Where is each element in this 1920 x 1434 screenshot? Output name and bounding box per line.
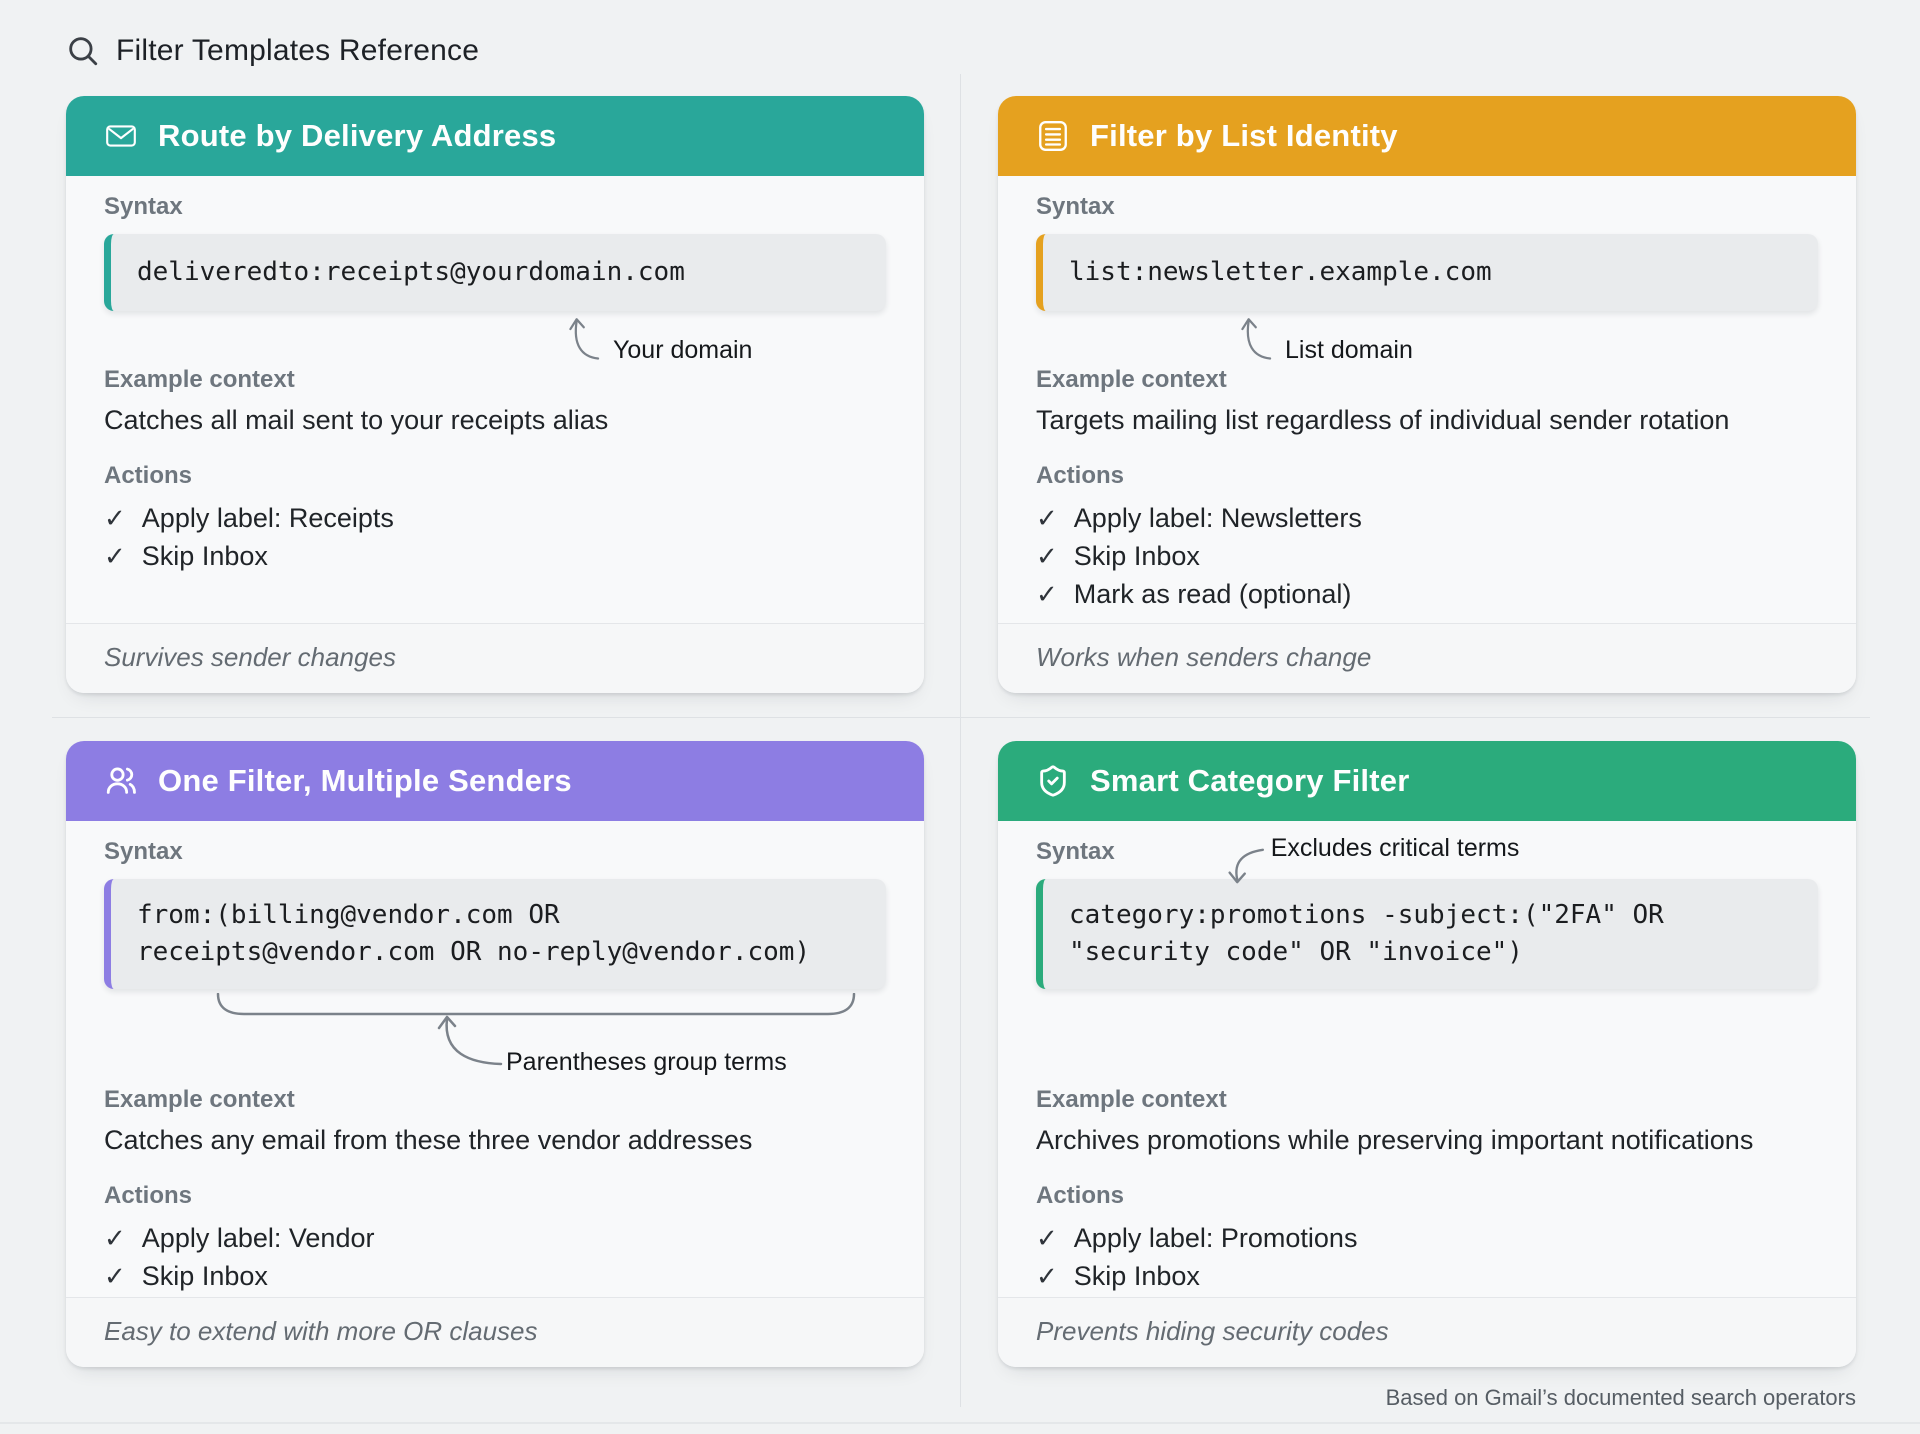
card-body: Syntax list:newsletter.example.com List … [998,176,1856,613]
action-list: ✓ Apply label: Promotions ✓ Skip Inbox [1036,1219,1818,1295]
code-block: list:newsletter.example.com [1036,234,1818,311]
action-text: Skip Inbox [141,541,268,571]
action-item: ✓ Apply label: Receipts [104,499,886,537]
action-item: ✓ Apply label: Newsletters [1036,499,1818,537]
code-line: category:promotions -subject:("2FA" OR [1069,900,1664,930]
curved-arrow-up-icon [1241,318,1272,360]
action-list: ✓ Apply label: Receipts ✓ Skip Inbox [104,499,886,575]
action-item: ✓ Apply label: Promotions [1036,1219,1818,1257]
code-line: list:newsletter.example.com [1069,257,1492,287]
check-icon: ✓ [1036,1223,1058,1253]
check-icon: ✓ [1036,541,1058,571]
card-title: Smart Category Filter [1090,763,1410,798]
action-item: ✓ Skip Inbox [104,537,886,575]
card-header: One Filter, Multiple Senders [66,741,924,821]
users-icon [106,767,136,794]
example-text: Catches any email from these three vendo… [104,1125,753,1155]
action-text: Apply label: Receipts [141,503,394,533]
code-block: from:(billing@vendor.com OR receipts@vend… [104,879,886,989]
check-icon: ✓ [104,1261,126,1291]
check-icon: ✓ [1036,503,1058,533]
annotation-label: List domain [1285,336,1413,364]
card-title: Route by Delivery Address [158,118,557,153]
actions-label: Actions [104,462,193,489]
action-text: Skip Inbox [1073,541,1200,571]
envelope-icon [106,125,136,147]
list-icon [1039,121,1067,151]
action-item: ✓ Apply label: Vendor [104,1219,886,1257]
code-block: deliveredto:receipts@yourdomain.com [104,234,886,311]
action-text: Apply label: Promotions [1073,1223,1358,1253]
check-icon: ✓ [1036,579,1058,609]
action-list: ✓ Apply label: Vendor ✓ Skip Inbox [104,1219,886,1295]
card-footer-note: Survives sender changes [66,623,924,693]
annotation: Parentheses group terms [104,989,886,1085]
annotation: List domain [1231,311,1818,365]
page-header: Filter Templates Reference [66,34,1856,68]
code-line: from:(billing@vendor.com OR [137,900,560,930]
action-item: ✓ Skip Inbox [104,1257,886,1295]
card-footer-note: Prevents hiding security codes [998,1297,1856,1367]
action-text: Apply label: Vendor [141,1223,375,1253]
card-header: Filter by List Identity [998,96,1856,176]
example-context-label: Example context [1036,366,1227,393]
action-item: ✓ Mark as read (optional) [1036,575,1818,613]
card-header: Smart Category Filter [998,741,1856,821]
page-title: Filter Templates Reference [116,34,480,67]
search-icon [69,37,98,66]
card-smart-category-filter: Smart Category Filter Syntax Excludes cr… [998,741,1856,1367]
card-route-by-delivery-address: Route by Delivery Address Syntax deliver… [66,96,924,693]
code-block: category:promotions -subject:("2FA" OR "s… [1036,879,1818,989]
action-list: ✓ Apply label: Newsletters ✓ Skip Inbox ✓ M… [1036,499,1818,613]
check-icon: ✓ [1036,1261,1058,1291]
action-text: Skip Inbox [141,1261,268,1291]
card-title: One Filter, Multiple Senders [158,763,572,798]
source-footnote: Based on Gmail’s documented search opera… [1385,1385,1856,1410]
actions-label: Actions [104,1182,193,1209]
syntax-label: Syntax [1036,838,1115,865]
example-text: Archives promotions while preserving imp… [1036,1125,1754,1155]
code-line: "security code" OR "invoice") [1069,937,1523,967]
card-header: Route by Delivery Address [66,96,924,176]
card-body: Syntax Excludes critical terms category:… [998,821,1856,1295]
example-context-label: Example context [1036,1086,1227,1113]
template-card-grid: Route by Delivery Address Syntax deliver… [52,74,1870,1407]
syntax-label: Syntax [104,193,183,220]
card-body: Syntax from:(billing@vendor.com OR receip… [66,821,924,1295]
actions-label: Actions [1036,1182,1125,1209]
action-text: Skip Inbox [1073,1261,1200,1291]
annotation: Your domain [559,311,886,365]
syntax-label: Syntax [104,838,183,865]
action-text: Mark as read (optional) [1073,579,1352,609]
card-footer-note: Works when senders change [998,623,1856,693]
card-title: Filter by List Identity [1090,118,1398,153]
check-icon: ✓ [104,541,126,571]
example-text: Targets mailing list regardless of indiv… [1036,405,1730,435]
code-line: receipts@vendor.com OR no-reply@vendor.c… [137,937,811,967]
card-one-filter-multiple-senders: One Filter, Multiple Senders Syntax from… [66,741,924,1367]
check-icon: ✓ [104,503,126,533]
actions-label: Actions [1036,462,1125,489]
example-text: Catches all mail sent to your receipts a… [104,405,609,435]
syntax-label: Syntax [1036,193,1115,220]
underbrace-icon [216,993,856,1016]
check-icon: ✓ [104,1223,126,1253]
action-item: ✓ Skip Inbox [1036,537,1818,575]
example-context-label: Example context [104,1086,295,1113]
annotation-label: Excludes critical terms [1270,834,1520,862]
card-body: Syntax deliveredto:receipts@yourdomain.c… [66,176,924,575]
example-context-label: Example context [104,366,295,393]
annotation-label: Your domain [613,336,753,364]
annotation: Excludes critical terms [1215,833,1520,884]
annotation-label: Parentheses group terms [506,1048,787,1076]
code-line: deliveredto:receipts@yourdomain.com [137,257,685,287]
curved-arrow-up-icon [569,318,600,360]
card-footer-note: Easy to extend with more OR clauses [66,1297,924,1367]
action-item: ✓ Skip Inbox [1036,1257,1818,1295]
curved-arrow-down-icon [1228,848,1264,884]
action-text: Apply label: Newsletters [1073,503,1362,533]
curved-arrow-up-icon [437,1015,503,1066]
shield-check-icon [1040,765,1066,797]
card-filter-by-list-identity: Filter by List Identity Syntax list:news… [998,96,1856,693]
